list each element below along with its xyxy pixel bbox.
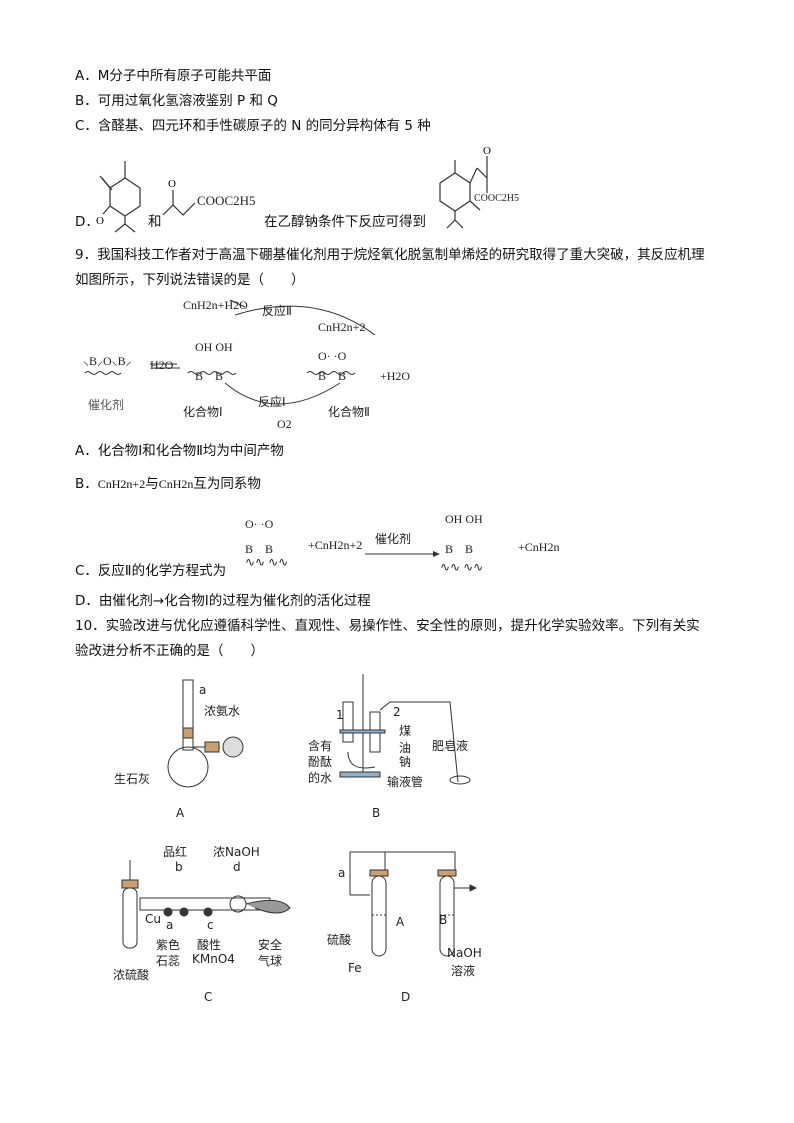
reaction-arrow-icon [365, 551, 440, 557]
label-kerosene: 煤油 [399, 724, 412, 755]
svg-text:O: O [483, 145, 491, 157]
label-a: a [199, 683, 207, 697]
apparatus-a-drawing [167, 679, 244, 788]
q8-option-c: C．含醛基、四元环和手性碳原子的 N 的同分异构体有 5 种 [75, 118, 431, 134]
label-A: A [396, 915, 405, 929]
q9-stem-line1: 9．我国科技工作者对于高温下硼基催化剂用于烷烃氧化脱氢制单烯烃的研究取得了重大突… [75, 247, 705, 263]
products-label: CnH2n+H2O [183, 298, 248, 312]
label-soap: 肥皂液 [432, 739, 469, 753]
label-a: a [166, 918, 174, 932]
label-naoh1: NaOH [447, 946, 482, 960]
reaction2-label: 反应Ⅱ [262, 304, 292, 318]
o2-label: O2 [277, 417, 292, 431]
label-kmno1: 酸性 [197, 938, 222, 952]
apparatus-c-drawing [121, 860, 291, 949]
caption-b: B [372, 806, 381, 820]
eq-reactant: +CnH2n+2 [308, 538, 363, 552]
label-acid: 浓硫酸 [113, 968, 150, 982]
q9-stem-line2: 如图所示，下列说法错误的是（ ） [75, 272, 305, 288]
label-cu: Cu [145, 912, 161, 926]
label-kmno2: KMnO4 [192, 952, 235, 966]
option-b-label: B． [75, 476, 98, 492]
q9-option-c: C．反应Ⅱ的化学方程式为 [75, 563, 227, 579]
label-balloon1: 安全 [258, 938, 283, 952]
label-B: B [439, 913, 448, 927]
q8-option-a: A．M分子中所有原子可能共平面 [75, 68, 272, 84]
label-sodium: 钠 [399, 755, 412, 769]
label-1: 1 [336, 708, 344, 722]
apparatus-d-drawing [349, 851, 478, 957]
label-ammonia: 浓氨水 [204, 704, 241, 718]
alkane-label: CnH2n+2 [318, 320, 366, 334]
mechanism-lines [84, 299, 376, 405]
q8-option-d-label: D． [75, 214, 99, 230]
reaction1-label: 反应Ⅰ [258, 395, 286, 409]
caption-d: D [401, 990, 411, 1004]
apparatus-b-drawing [339, 674, 471, 785]
q8-d-middle-text: 在乙醇钠条件下反应可得到 [264, 214, 426, 230]
ketone-structure-diagram: O [96, 161, 141, 233]
q10-stem-line2: 验改进分析不正确的是（ ） [75, 643, 264, 659]
caption-a: A [176, 806, 185, 820]
connector-text: 与 [145, 476, 159, 492]
reagent-ester-group: COOC2H5 [197, 193, 256, 208]
label-b: b [175, 860, 183, 874]
label-fe: Fe [348, 961, 362, 975]
plus-water-label: +H2O [380, 369, 411, 383]
label-2: 2 [393, 705, 401, 719]
label-pinhong: 品红 [163, 845, 188, 859]
label-naoh2: 溶液 [451, 964, 476, 978]
q8-option-b: B．可用过氧化氢溶液鉴别 P 和 Q [75, 93, 278, 109]
label-water1: 含有 [308, 739, 333, 753]
compound2-label: 化合物Ⅱ [328, 405, 370, 419]
water-label: H2O [150, 358, 174, 372]
label-water3: 的水 [308, 771, 333, 785]
eq-product: +CnH2n [518, 540, 560, 554]
keto-ester-skeleton: O [162, 178, 196, 216]
label-litmus1: 紫色 [156, 938, 181, 952]
q9-option-b: B．CnH2n+2与CnH2n互为同系物 [75, 472, 261, 492]
caption-c: C [204, 990, 213, 1004]
label-tube: 输液管 [387, 775, 424, 789]
label-naoh: 浓NaOH [213, 845, 260, 859]
label-water2: 酚酞 [308, 755, 333, 769]
label-litmus2: 石蕊 [156, 954, 181, 968]
product-ester-group: COOC2H5 [474, 193, 520, 204]
label-d: d [233, 860, 241, 874]
compound1-label: 化合物Ⅰ [183, 405, 223, 419]
label-a: a [338, 866, 346, 880]
catalyst-label: 催化剂 [88, 398, 125, 412]
product-structure-diagram: O [439, 145, 491, 229]
alkane-formula: CnH2n+2 [97, 477, 146, 491]
label-acid: 硫酸 [327, 933, 352, 947]
alkene-formula: CnH2n [158, 477, 194, 491]
q8-and-text: 和 [148, 214, 162, 230]
svg-text:O: O [168, 178, 176, 190]
label-lime: 生石灰 [114, 772, 151, 786]
q9-option-d: D．由催化剂→化合物Ⅰ的过程为催化剂的活化过程 [75, 593, 371, 609]
q10-stem-line1: 10．实验改进与优化应遵循科学性、直观性、易操作性、安全性的原则，提升化学实验效… [75, 618, 700, 634]
eq-catalyst: 催化剂 [375, 532, 412, 546]
svg-text:O: O [96, 215, 104, 227]
option-b-suffix: 互为同系物 [193, 476, 261, 492]
label-balloon2: 气球 [258, 954, 283, 968]
label-c: c [207, 918, 214, 932]
q9-option-a: A．化合物Ⅰ和化合物Ⅱ均为中间产物 [75, 443, 284, 459]
